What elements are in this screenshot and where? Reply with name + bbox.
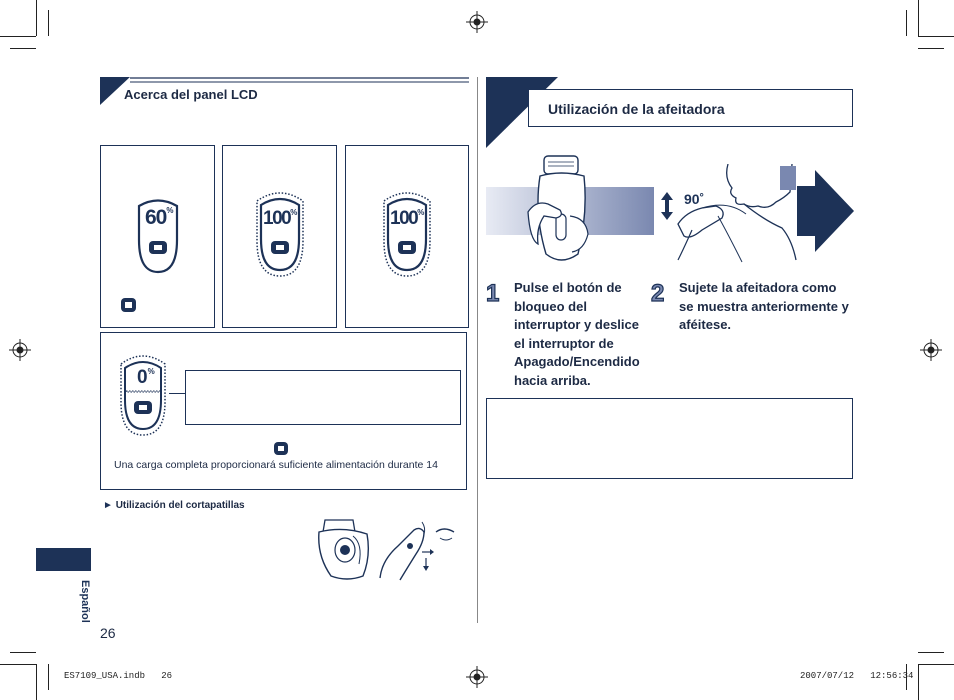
plug-icon [274,442,288,455]
trimmer-face-illustration [379,521,455,581]
face-shaving-illustration [677,164,797,263]
lcd-section-title: Acerca del panel LCD [124,87,258,102]
usage-title-box [528,89,853,127]
trimmer-shaver-illustration [318,519,370,580]
lcd-percent: 60 [145,206,167,229]
language-label: Español [79,580,91,623]
registration-mark-icon [9,339,31,361]
footer-date: 2007/07/12 12:56:34 [800,671,914,681]
callout-box [185,370,461,425]
section-header-bar [100,77,469,105]
lcd-unit: % [166,206,173,215]
language-tab [36,548,91,571]
shaver-lcd-icon [256,192,304,277]
low-battery-panel: 0% Una carga completa proporcionará sufi… [100,332,467,490]
lcd-panel-2: 100% [222,145,337,328]
lcd-unit: % [147,367,155,376]
lcd-unit: % [417,208,424,217]
page-number: 26 [100,625,116,641]
shaver-lcd-icon [137,199,179,274]
usage-section-title: Utilización de la afeitadora [548,101,725,117]
lcd-percent: 100 [263,208,292,229]
lcd-percent: 100 [390,208,419,229]
registration-mark-icon [920,339,942,361]
shaver-lcd-icon [120,355,166,436]
angle-arrow-icon [660,192,674,225]
step-number: 1 [485,279,500,307]
arrow-right-icon[interactable] [797,170,854,252]
plug-icon [121,298,136,312]
step-text: Sujete la afeitadora como se muestra ant… [679,280,849,332]
play-triangle-icon: ► [103,500,113,511]
angle-label: 90˚ [684,191,705,207]
note-box [486,398,853,479]
footer-file: ES7109_USA.indb 26 [64,671,173,681]
shaver-hand-illustration [527,155,589,261]
registration-mark-icon [466,11,488,33]
gutter-line [477,77,478,623]
trimmer-link[interactable]: ► Utilización del cortapatillas [103,500,245,511]
step-text: Pulse el botón de bloqueo del interrupto… [514,280,640,388]
lcd-panel-3: 100% [345,145,469,328]
lcd-unit: % [290,208,297,217]
lcd-percent: 0 [137,367,148,388]
trimmer-link-label: Utilización del cortapatillas [115,500,245,511]
callout-line [169,393,185,394]
shaver-lcd-icon [383,192,431,277]
lcd-panel-1: 60% [100,145,215,328]
step-number: 2 [650,279,665,307]
registration-mark-icon [466,666,488,688]
full-charge-caption: Una carga completa proporcionará suficie… [114,459,438,471]
